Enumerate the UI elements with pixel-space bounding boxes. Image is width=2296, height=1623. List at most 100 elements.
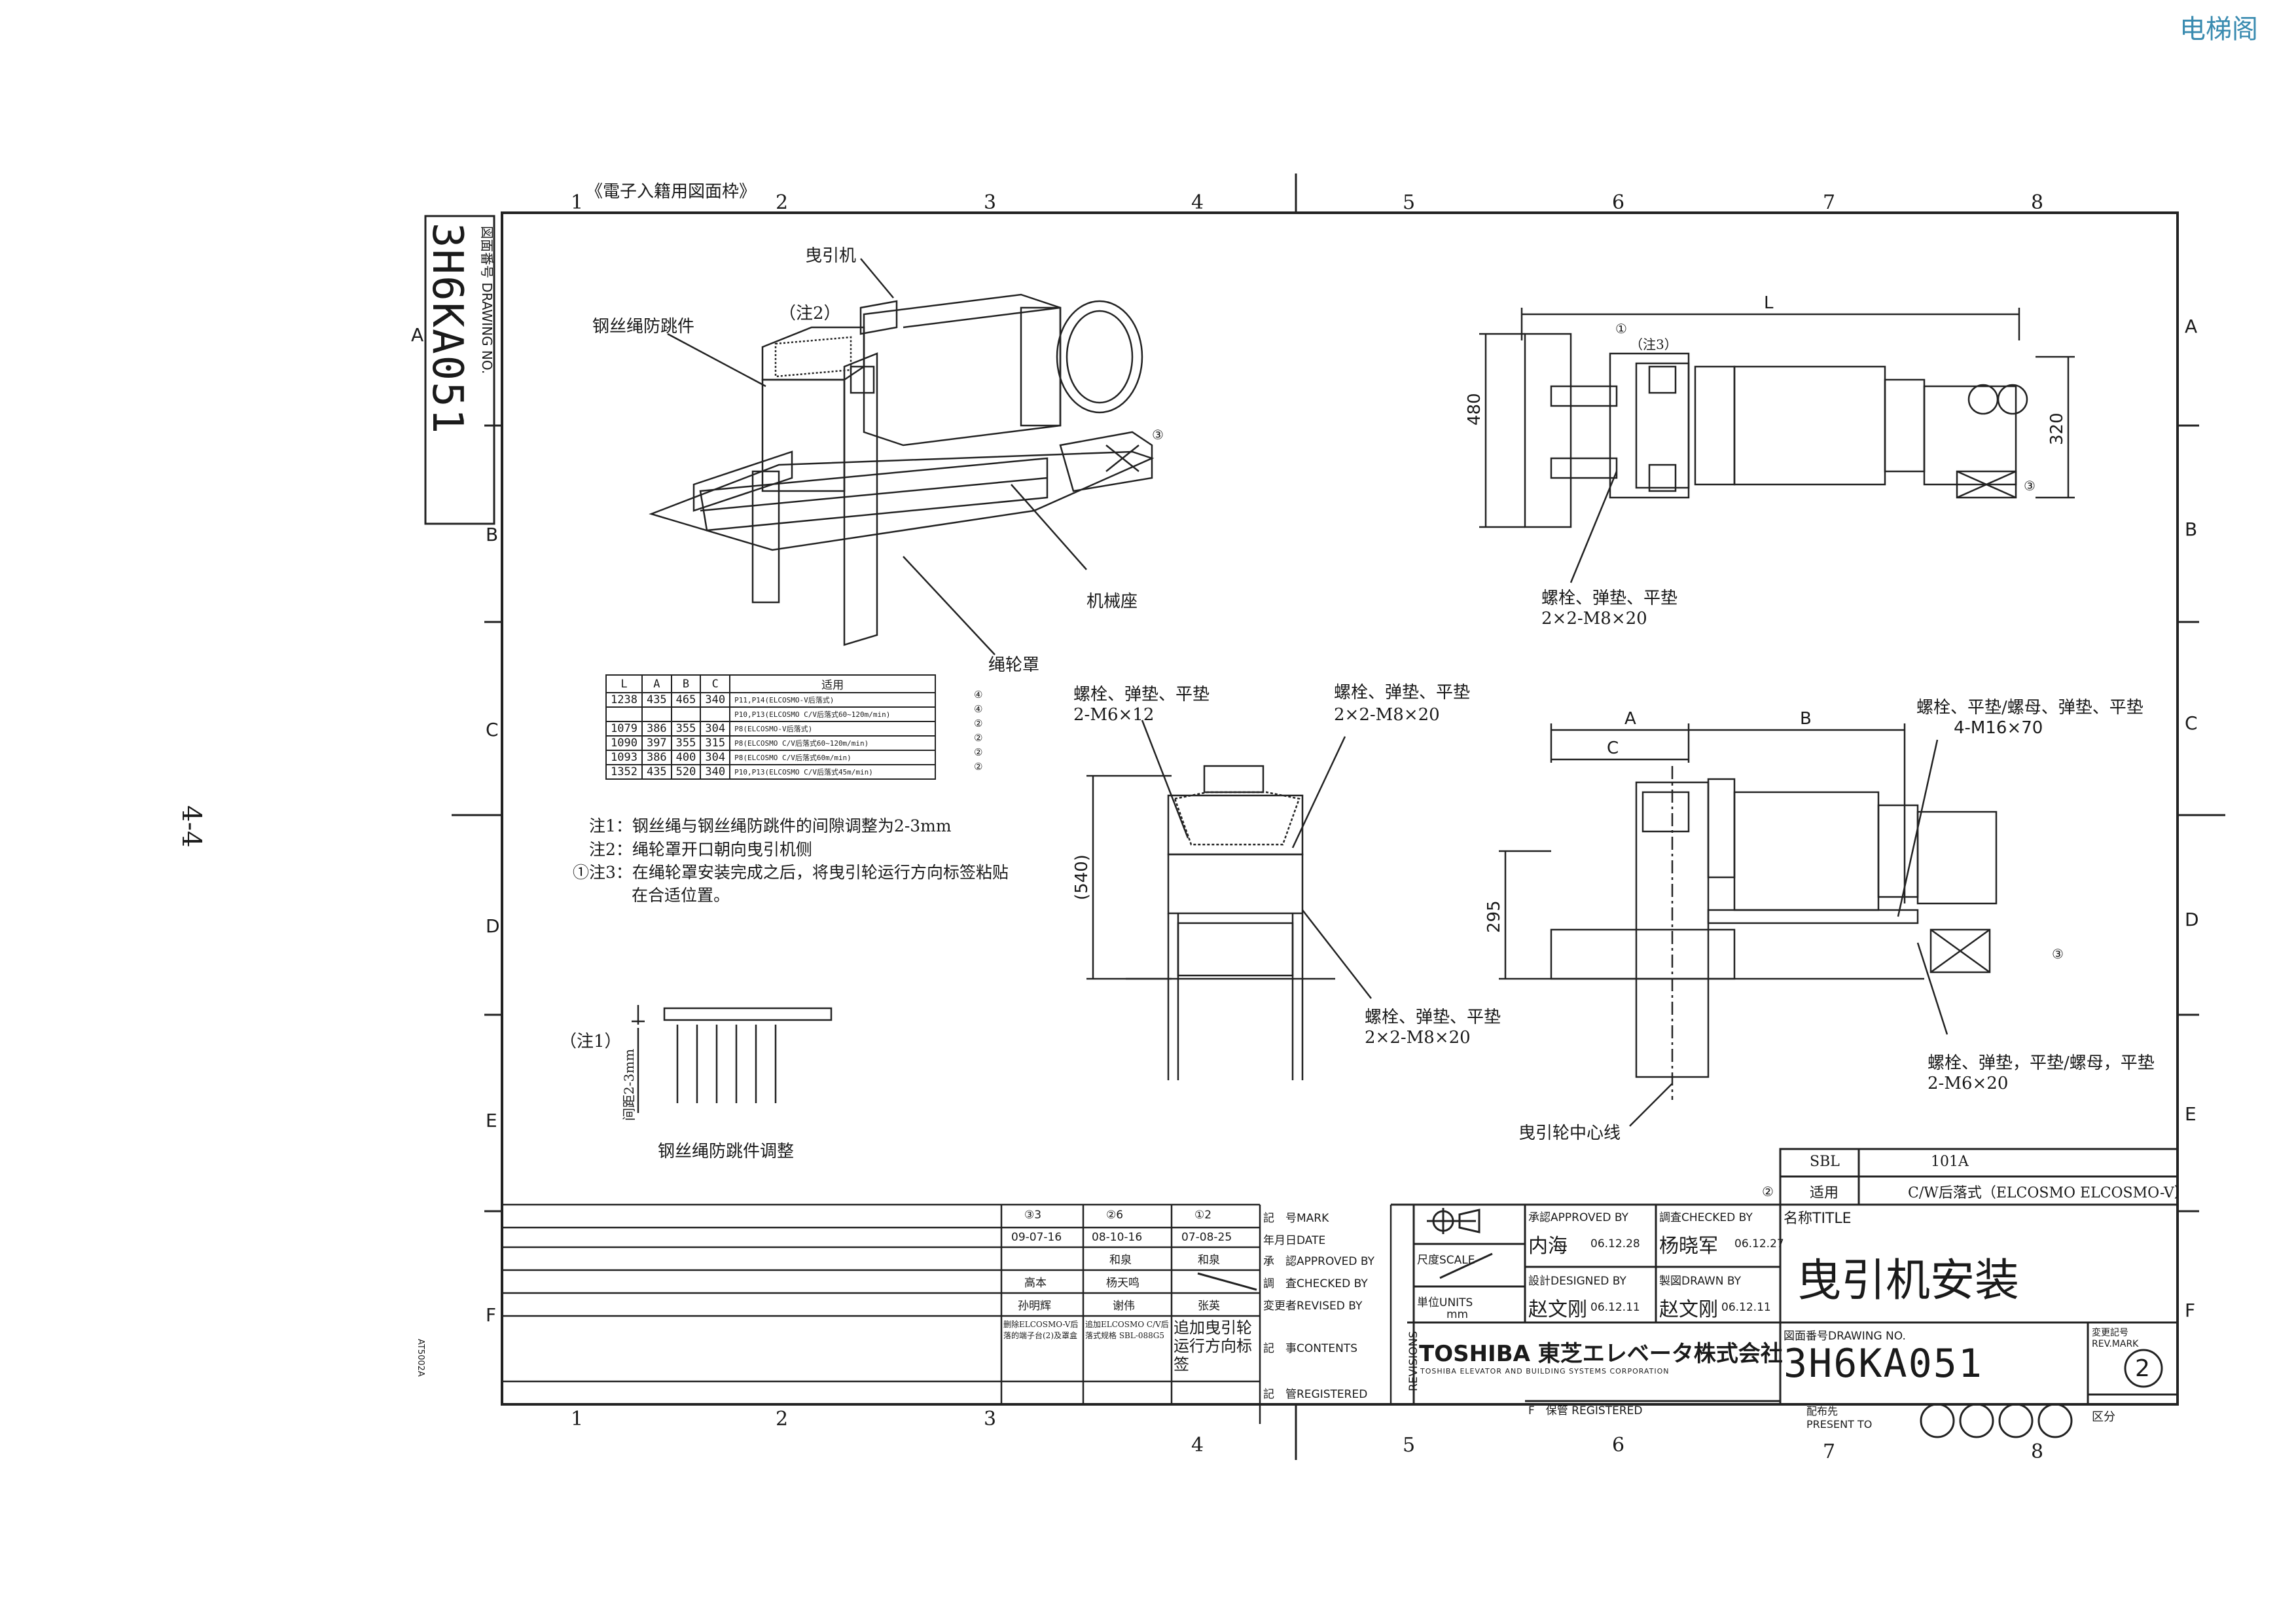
rev-mark: ②6 <box>1106 1209 1124 1222</box>
header-caption: 《電子入籍用図面枠》 <box>586 182 757 202</box>
spec-mark: ② <box>974 746 983 758</box>
label-sheave-center: 曳引轮中心线 <box>1518 1123 1621 1143</box>
spec-header: 适用 <box>729 674 937 693</box>
unit-value: mm <box>1446 1308 1469 1321</box>
row-letter: D <box>486 915 500 937</box>
unit-label: 単位UNITS <box>1417 1296 1473 1309</box>
col-number: 1 <box>571 191 584 214</box>
top-view <box>1479 308 2075 583</box>
rev-revised: 孙明辉 <box>1018 1300 1051 1313</box>
table-row: 1090 397 355 315 P8(ELCOSMO C/V后落式60~120… <box>605 735 937 751</box>
row-letter: B <box>486 524 499 545</box>
rev-label-contents: 記 事CONTENTS <box>1263 1342 1357 1355</box>
drawing-no: 3H6KA051 <box>1784 1341 1983 1387</box>
title-block-grid <box>1197 1148 2179 1438</box>
bolt-front-bottom-spec: 2×2-M8×20 <box>1365 1028 1471 1048</box>
rev-label-date: 年月日DATE <box>1263 1234 1326 1247</box>
bolt-side-top-spec: 4-M16×70 <box>1954 718 2043 738</box>
col-number: 5 <box>1403 1434 1416 1457</box>
col-number: 5 <box>1403 191 1416 214</box>
table-row: 1238 435 465 340 P11,P14(ELCOSMO-V后落式) <box>605 692 937 708</box>
bolt-top-right: 螺栓、弹垫、平垫 <box>1541 589 1678 608</box>
spec-mark: ④ <box>974 703 983 715</box>
dim-L: L <box>1764 293 1774 313</box>
rev-label-approved: 承 認APPROVED BY <box>1263 1255 1375 1268</box>
bolt-side-bottom-spec: 2-M6×20 <box>1928 1074 2009 1093</box>
col-number: 4 <box>1191 1434 1204 1457</box>
table-row: 1079 386 355 304 P8(ELCOSMO-V后落式) <box>605 721 937 737</box>
row-letter: C <box>2185 712 2198 734</box>
rope-guard-adjust-detail <box>632 1005 833 1113</box>
apply-label: 适用 <box>1810 1185 1839 1201</box>
col-number: 6 <box>1612 191 1625 214</box>
bolt-front-bottom: 螺栓、弹垫、平垫 <box>1365 1008 1501 1027</box>
col-number: 2 <box>776 191 789 214</box>
rev-approved: 和泉 <box>1198 1254 1220 1267</box>
label-rope-guard: 钢丝绳防跳件 <box>592 317 695 337</box>
col-number: 3 <box>984 191 997 214</box>
note-line: ①注3：在绳轮罩安装完成之后，将曳引轮运行方向标签粘贴 <box>573 863 1009 882</box>
dim-B: B <box>1800 709 1812 729</box>
table-row: 1352 435 520 340 P10,P13(ELCOSMO C/V后落式4… <box>605 764 937 780</box>
note-line: 注1：钢丝绳与钢丝绳防跳件的间隙调整为2-3mm <box>589 816 952 835</box>
label-note3: （注3） <box>1630 337 1677 352</box>
col-number: 7 <box>1823 1440 1836 1463</box>
dim-A: A <box>1624 709 1636 729</box>
col-number: 3 <box>984 1408 997 1431</box>
company-logo: TOSHIBA 東芝エレベータ株式会社 <box>1419 1341 1783 1367</box>
checked-name: 杨晓军 <box>1659 1235 1718 1258</box>
dim-540: (540) <box>1072 854 1092 900</box>
label-traction-machine: 曳引机 <box>805 246 857 266</box>
row-letter: A <box>2185 316 2198 337</box>
bolt-front-left-spec: 2-M6×12 <box>1073 705 1155 725</box>
note-line: 注2：绳轮罩开口朝向曳引机侧 <box>589 840 812 859</box>
spec-mark: ④ <box>974 689 983 701</box>
bolt-side-top: 螺栓、平垫/螺母、弹垫、平垫 <box>1916 698 2144 718</box>
bolt-side-bottom: 螺栓、弹垫，平垫/螺母，平垫 <box>1928 1053 2155 1073</box>
row-letter: C <box>486 719 499 740</box>
revision-grid <box>502 1203 1392 1424</box>
rev-contents: 追加曳引轮运行方向标签 <box>1174 1319 1252 1374</box>
spec-header: B <box>670 674 702 693</box>
rev-label-mark: 記 号MARK <box>1263 1212 1329 1225</box>
row-letter: A <box>411 324 424 346</box>
label-note1: （注1） <box>560 1032 622 1051</box>
title-label: 名称TITLE <box>1784 1211 1852 1227</box>
rev-mark-label: 変更記号 REV.MARK <box>2092 1328 2139 1349</box>
scale-label: 尺度SCALE <box>1417 1254 1475 1267</box>
col-number: 4 <box>1191 191 1204 214</box>
dim-320: 320 <box>2047 412 2067 445</box>
present-to-label: 配布先 PRESENT TO <box>1806 1405 1873 1431</box>
table-row: P10,P13(ELCOSMO C/V后落式60~120m/min) <box>605 706 937 722</box>
page-title: 曳引机安装 <box>1797 1255 2020 1307</box>
table-row: 1093 386 400 304 P8(ELCOSMO C/V后落式60m/mi… <box>605 750 937 765</box>
row-letter: E <box>486 1110 497 1131</box>
rev-mark: ①2 <box>1194 1209 1212 1222</box>
label-circle1: ① <box>1615 321 1627 337</box>
spec-mark: ② <box>974 718 983 729</box>
spec-mark: ② <box>974 761 983 773</box>
bolt-front-left: 螺栓、弹垫、平垫 <box>1073 685 1210 704</box>
col-number: 2 <box>776 1408 789 1431</box>
rev-label-checked: 調 査CHECKED BY <box>1263 1277 1368 1290</box>
rev-revised: 张英 <box>1198 1300 1220 1313</box>
drawn-label: 製図DRAWN BY <box>1659 1275 1741 1288</box>
col-number: 8 <box>2031 191 2044 214</box>
rev-checked: 杨天鸣 <box>1106 1277 1139 1290</box>
row-letter: F <box>2185 1300 2196 1321</box>
page-number: 4-4 <box>176 805 206 848</box>
row-letter: B <box>2185 519 2198 540</box>
label-circle3-iso: ③ <box>1152 427 1164 443</box>
note-line: 在合适位置。 <box>632 886 730 905</box>
rev-date: 08-10-16 <box>1092 1231 1143 1244</box>
rev-date: 09-07-16 <box>1011 1231 1062 1244</box>
designed-label: 設計DESIGNED BY <box>1528 1275 1626 1288</box>
spec-header: L <box>605 674 643 693</box>
category-label: 区分 <box>2092 1410 2115 1424</box>
isometric-view <box>649 258 1155 655</box>
watermark: 电梯阁 <box>2179 14 2258 45</box>
sbl-value: 101A <box>1931 1154 1969 1170</box>
rev-label-registered: 記 管REGISTERED <box>1263 1388 1368 1401</box>
rev-approved: 和泉 <box>1109 1254 1132 1267</box>
